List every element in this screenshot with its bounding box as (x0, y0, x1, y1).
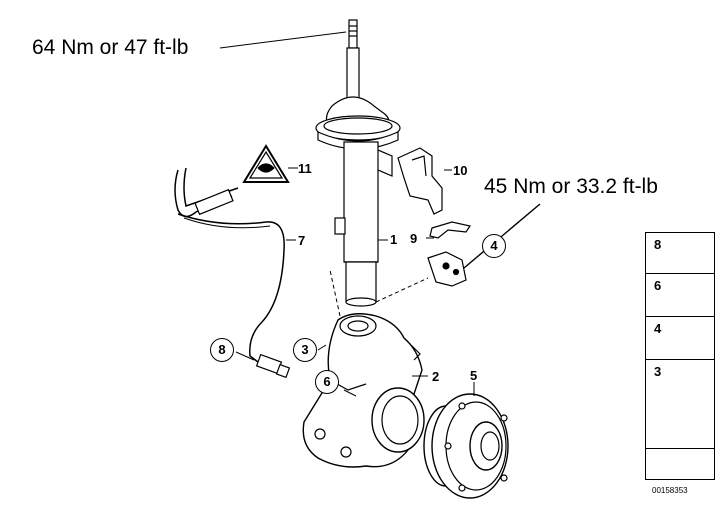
legend-row: 4 (646, 317, 714, 360)
steering-knuckle (302, 313, 425, 468)
clip (427, 221, 471, 287)
torque-annotation-bracket: 45 Nm or 33.2 ft-lb (484, 175, 658, 198)
bracket (397, 147, 443, 215)
legend-row: 8 (646, 233, 714, 274)
leader-lines (219, 31, 541, 397)
callout-5: 5 (470, 368, 478, 383)
sensor-wire (174, 167, 291, 379)
callout-2: 2 (432, 369, 440, 384)
legend-number: 4 (654, 321, 662, 336)
callout-circled-8: 8 (210, 338, 234, 362)
fastener-legend: 8 6 4 3 (645, 232, 715, 480)
torque-annotation-strut-top: 64 Nm or 47 ft-lb (32, 36, 189, 59)
callout-circled-6: 6 (315, 370, 339, 394)
callout-circled-3: 3 (293, 338, 317, 362)
diagram-id: 00158353 (652, 486, 688, 495)
callout-circled-4: 4 (482, 234, 506, 258)
legend-row: 3 (646, 360, 714, 449)
callout-11: 11 (298, 161, 312, 176)
wheel-hub (423, 393, 509, 499)
callout-9: 9 (410, 231, 418, 246)
callout-7: 7 (298, 233, 306, 248)
legend-number: 3 (654, 364, 662, 379)
warning-triangle-icon (242, 144, 290, 183)
legend-number: 8 (654, 237, 662, 252)
legend-number: 6 (654, 278, 662, 293)
callout-1: 1 (390, 232, 398, 247)
strut-assembly (315, 19, 401, 307)
legend-row: 6 (646, 274, 714, 317)
callout-10: 10 (453, 163, 468, 178)
